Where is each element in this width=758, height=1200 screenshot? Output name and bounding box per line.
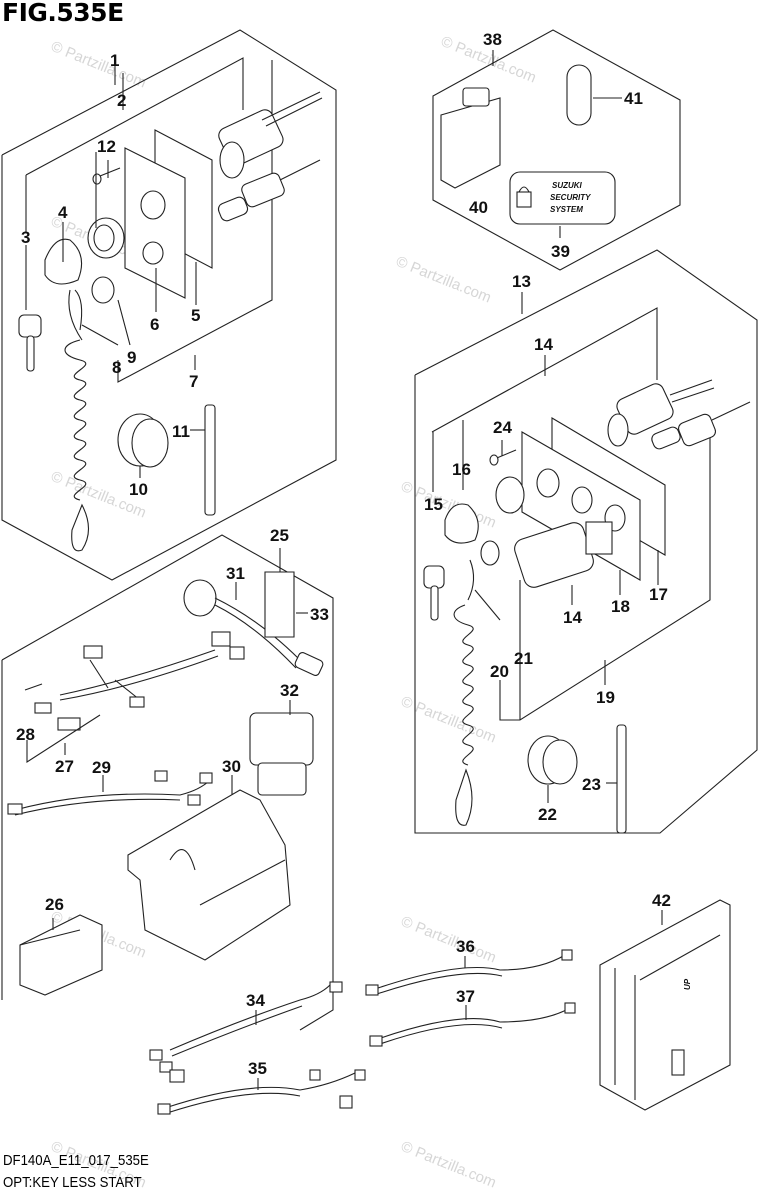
callout-11: 11 (172, 422, 190, 441)
kit-1-outline (1, 29, 337, 581)
callout-35: 35 (248, 1059, 267, 1078)
callout-29: 29 (92, 758, 111, 777)
callout-14-repeat: 14 (563, 608, 582, 627)
harness-part-34 (149, 981, 343, 1083)
callout-38: 38 (483, 30, 502, 49)
security-label-line-2: SECURITY (550, 193, 591, 202)
kit-13-outline (414, 249, 758, 834)
callout-14: 14 (534, 335, 553, 354)
callout-24: 24 (493, 418, 512, 437)
right-stop-switch-part (651, 401, 751, 450)
callout-13: 13 (512, 272, 531, 291)
callout-7: 7 (189, 372, 198, 391)
screw-part (92, 167, 121, 185)
cap-part-10 (117, 413, 169, 468)
callout-39: 39 (551, 242, 570, 261)
right-cap-part-22 (527, 735, 578, 785)
stop-switch-part (217, 159, 321, 222)
figure-title: FIG.535E (2, 0, 124, 27)
security-label-line-3: SYSTEM (550, 205, 583, 214)
callout-25: 25 (270, 526, 289, 545)
callout-15: 15 (424, 495, 443, 514)
callout-17: 17 (649, 585, 668, 604)
right-cable-tie-part-23 (616, 724, 627, 834)
harness-part-29 (7, 770, 213, 816)
callout-18: 18 (611, 597, 630, 616)
plate-part (124, 147, 186, 299)
right-ignition-switch-part (607, 379, 715, 447)
callout-2: 2 (117, 91, 126, 110)
kit-38-outline (432, 29, 681, 271)
right-screw-part-24 (489, 449, 517, 466)
security-label-part-39: SUZUKI SECURITY SYSTEM (509, 171, 616, 238)
callout-10: 10 (129, 480, 148, 499)
callout-30: 30 (222, 757, 241, 776)
callout-1: 1 (110, 51, 119, 70)
callout-6: 6 (150, 315, 159, 334)
callout-19: 19 (596, 688, 615, 707)
callouts: 1 2 3 4 5 6 7 8 9 10 11 12 13 14 14 15 1… (16, 30, 671, 1078)
nut-part (87, 217, 125, 304)
sub-harness-part-31 (183, 579, 324, 676)
callout-26: 26 (45, 895, 64, 914)
watermark: © Partzilla.com (394, 253, 494, 307)
main-harness-part-27 (24, 631, 245, 764)
remote-part-41 (566, 64, 622, 126)
callout-41: 41 (624, 89, 643, 108)
watermark: © Partzilla.com (399, 693, 499, 747)
callout-23: 23 (582, 775, 601, 794)
ecu-up-marking: UP (683, 978, 692, 990)
watermark: © Partzilla.com (399, 913, 499, 967)
watermark: © Partzilla.com (49, 38, 149, 92)
callout-9: 9 (127, 348, 136, 367)
battery-part-26 (19, 914, 103, 996)
lanyard-part (64, 289, 90, 552)
section-title: OPT:KEY LESS START (3, 1174, 142, 1191)
callout-40: 40 (469, 198, 488, 217)
key-part (18, 314, 42, 372)
callout-33: 33 (310, 605, 329, 624)
right-knob-part (444, 503, 479, 544)
security-label-line-1: SUZUKI (552, 181, 583, 190)
callout-21: 21 (514, 649, 533, 668)
right-key-switch-part-14 (514, 521, 613, 588)
callout-16: 16 (452, 460, 471, 479)
relay-part-32 (249, 712, 314, 796)
callout-27: 27 (55, 757, 74, 776)
callout-42: 42 (652, 891, 671, 910)
callout-31: 31 (226, 564, 245, 583)
kit-25-outline (1, 534, 334, 1031)
right-lanyard-part (453, 559, 475, 826)
callout-5: 5 (191, 306, 200, 325)
label-part-33 (264, 571, 308, 638)
callout-36: 36 (456, 937, 475, 956)
leader-lines (25, 152, 663, 1090)
bracket-part-30 (127, 789, 291, 961)
model-code: DF140A_E11_017_535E (3, 1152, 149, 1169)
harness-part-36 (365, 949, 573, 996)
callout-12: 12 (97, 137, 116, 156)
right-nut-part (480, 476, 525, 566)
watermark: © Partzilla.com (399, 1138, 499, 1192)
callout-3: 3 (21, 228, 30, 247)
callout-32: 32 (280, 681, 299, 700)
ecu-part-42: UP (599, 899, 731, 1111)
callout-34: 34 (246, 991, 265, 1010)
harness-part-37 (369, 1002, 576, 1047)
controller-part-40 (440, 87, 501, 189)
callout-37: 37 (456, 987, 475, 1006)
callout-4: 4 (58, 203, 68, 222)
callout-8: 8 (112, 358, 121, 377)
callout-20: 20 (490, 662, 509, 681)
cable-tie-part-11 (204, 404, 216, 516)
harness-part-35 (157, 1069, 366, 1115)
callout-22: 22 (538, 805, 557, 824)
right-key-part (423, 565, 445, 621)
callout-28: 28 (16, 725, 35, 744)
kit-2-outline (25, 62, 124, 232)
ignition-switch-part (218, 91, 323, 179)
